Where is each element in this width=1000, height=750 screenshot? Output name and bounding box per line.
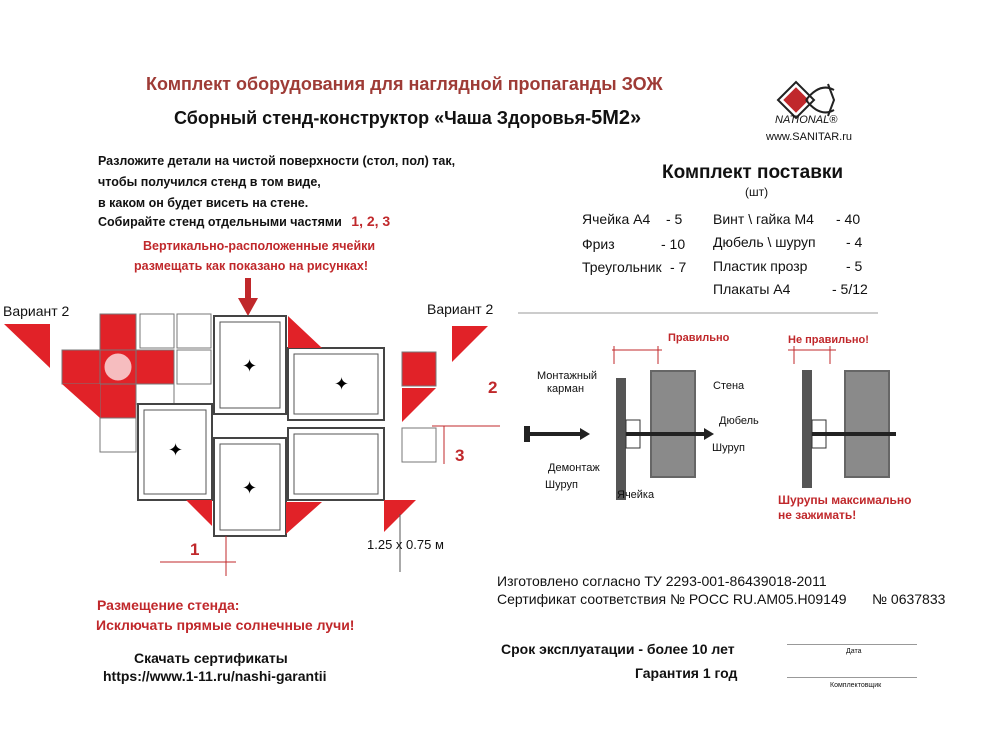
kit-item-name: Дюбель \ шуруп (713, 234, 816, 250)
service-life: Срок эксплуатации - более 10 лет (501, 641, 735, 657)
compliance-tu: Изготовлено согласно ТУ 2293-001-8643901… (497, 573, 827, 589)
label-cell: Ячейка (617, 489, 655, 501)
part-label-3: 3 (455, 446, 465, 465)
label-incorrect: Не правильно! (788, 334, 869, 346)
certificates-label: Скачать сертификаты (134, 650, 288, 666)
kit-unit: (шт) (745, 185, 769, 199)
kit-item-name: Пластик прозр (713, 258, 808, 274)
label-screw-left: Шуруп (545, 479, 578, 491)
instruction-line: Собирайте стенд отдельными частями 1, 2,… (98, 211, 390, 233)
kit-item-qty: - 5/12 (832, 281, 868, 297)
instruction-text: Собирайте стенд отдельными частями (98, 215, 342, 229)
part-label-2: 2 (488, 378, 498, 397)
star-icon: ✦ (168, 440, 183, 460)
kit-item-qty: - 5 (666, 211, 683, 227)
document-subtitle: Сборный стенд-конструктор «Чаша Здоровья… (174, 107, 641, 130)
kit-title: Комплект поставки (662, 162, 844, 183)
kit-item-qty: - 7 (670, 259, 687, 275)
variant-left-label: Вариант 2 (3, 303, 70, 319)
model-number: 5М2» (591, 107, 642, 129)
instruction-line: чтобы получился стенд в том виде, (98, 175, 321, 189)
label-pocket: Монтажный (537, 370, 597, 382)
star-icon: ✦ (242, 356, 257, 376)
kit-item-qty: - 10 (661, 236, 686, 252)
date-label: Дата (846, 648, 862, 655)
date-line (787, 644, 917, 645)
label-screw: Шуруп (712, 442, 745, 454)
stand-size: 1.25 х 0.75 м (367, 537, 444, 552)
label-dowel: Дюбель (719, 415, 759, 427)
label-pocket: карман (547, 383, 585, 395)
part-label-1: 1 (190, 540, 200, 559)
certificates-link[interactable]: https://www.1-11.ru/nashi-garantii (103, 668, 327, 684)
vertical-note: Вертикально-расположенные ячейки (143, 239, 376, 253)
logo-site: www.SANITAR.ru (766, 131, 852, 143)
warranty: Гарантия 1 год (635, 665, 738, 681)
logo-brand: NATIONAL® (775, 114, 838, 126)
mounting-diagram (518, 312, 896, 500)
placement-warning: Исключать прямые солнечные лучи! (96, 617, 355, 633)
variant-right-label: Вариант 2 (427, 301, 494, 317)
kit-item-qty: - 5 (846, 258, 863, 274)
kit-item-name: Треугольник (582, 259, 662, 275)
subtitle-text: Сборный стенд-конструктор «Чаша Здоровья… (174, 108, 592, 128)
kit-item-qty: - 4 (846, 234, 863, 250)
part-numbers: 1, 2, 3 (351, 213, 391, 229)
national-logo-icon (776, 80, 836, 120)
label-correct: Правильно (668, 332, 730, 344)
label-wall: Стена (713, 380, 745, 392)
kit-item-qty: - 40 (836, 211, 861, 227)
label-dismount: Демонтаж (548, 462, 600, 474)
warning-screws: не зажимать! (778, 508, 857, 522)
kit-item-name: Ячейка А4 (582, 211, 651, 227)
kit-item: Ячейка А4 (582, 211, 650, 227)
packer-label: Комплектовщик (830, 682, 882, 689)
star-icon: ✦ (242, 478, 257, 498)
stand-diagram: ✦ ✦ ✦ ✦ (4, 278, 500, 576)
kit-item-name: Винт \ гайка М4 (713, 211, 814, 227)
placement-title: Размещение стенда: (97, 597, 240, 613)
kit-item-name: Фриз (582, 236, 615, 252)
compliance-cert-no: № 0637833 (872, 591, 946, 607)
instruction-line: в каком он будет висеть на стене. (98, 196, 309, 210)
star-icon: ✦ (334, 374, 349, 394)
compliance-cert: Сертификат соответствия № РОСС RU.АМ05.Н… (497, 591, 847, 607)
packer-line (787, 677, 917, 678)
instruction-line: Разложите детали на чистой поверхности (… (98, 154, 456, 168)
document-title: Комплект оборудования для наглядной проп… (146, 74, 663, 94)
kit-item-name: Плакаты А4 (713, 281, 791, 297)
warning-screws: Шурупы максимально (778, 493, 912, 507)
vertical-note: размещать как показано на рисунках! (134, 259, 368, 273)
